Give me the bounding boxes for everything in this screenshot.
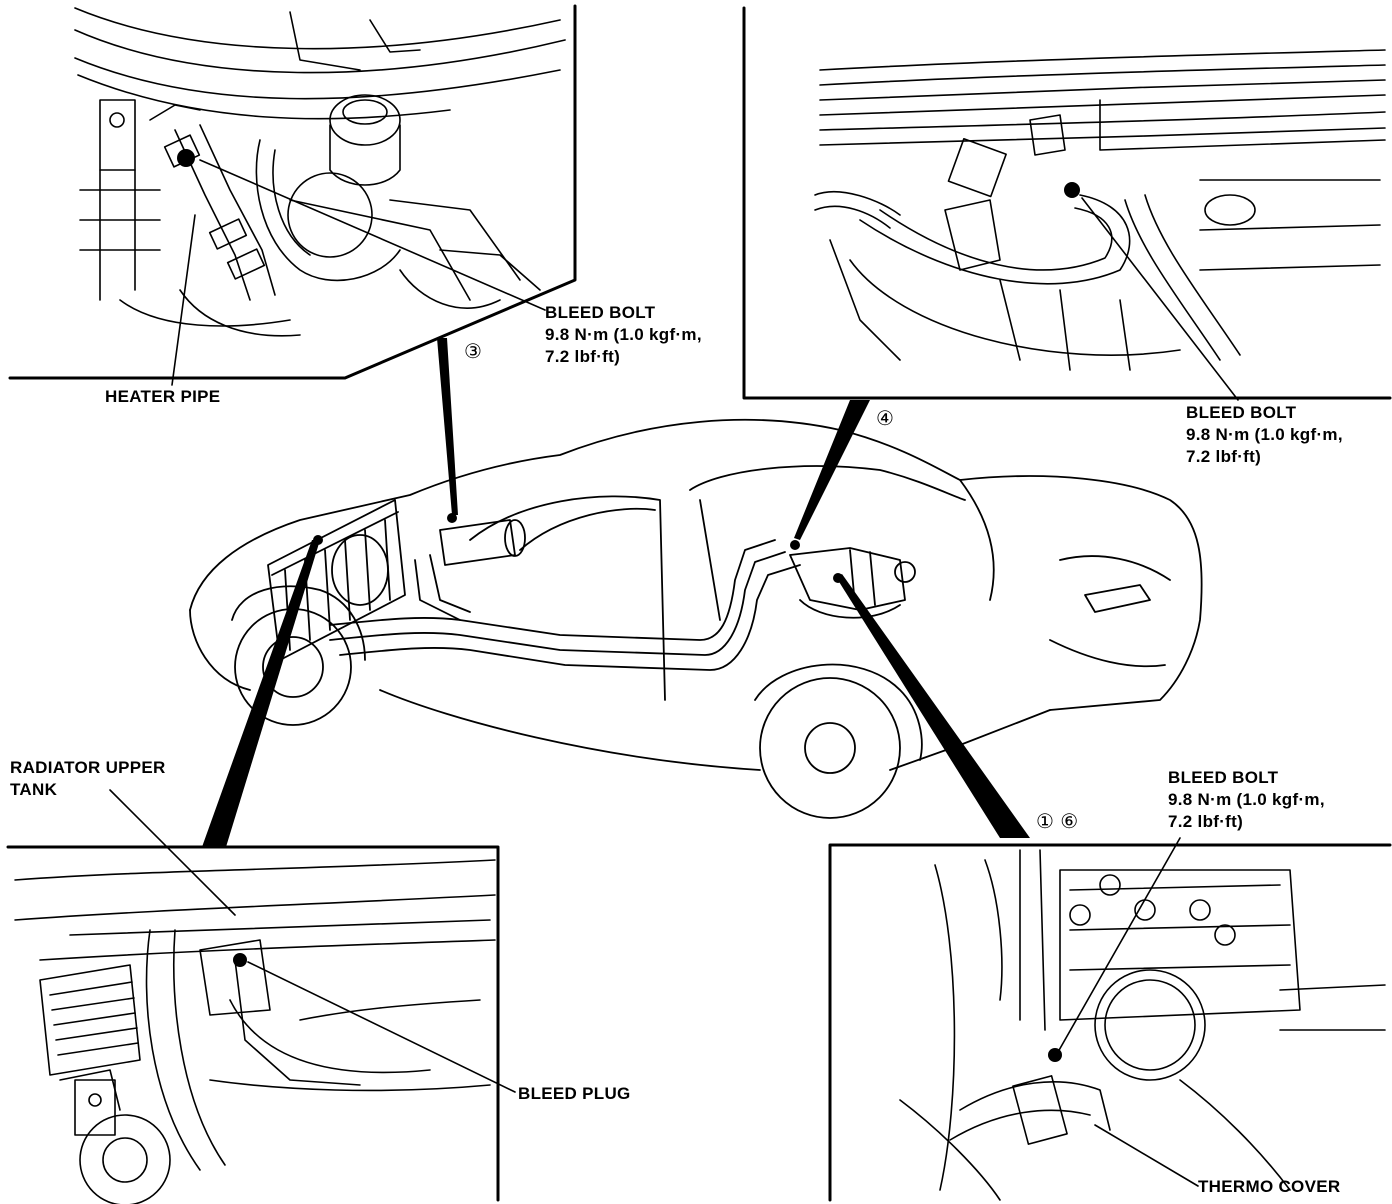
- panel-frame-thermo: [830, 845, 1390, 1200]
- panel-frames: [8, 6, 1390, 1200]
- leader-bleed-bolt-3: [200, 160, 545, 310]
- leader-thermo-cover: [1095, 1125, 1198, 1186]
- step-4-marker: ④: [876, 406, 894, 430]
- car-body: [190, 420, 1202, 818]
- leader-radiator-upper-tank: [110, 790, 235, 915]
- label-bleed-bolt-16: BLEED BOLT 9.8 N·m (1.0 kgf·m, 7.2 lbf·f…: [1168, 767, 1325, 833]
- radiator-upper-tank-line1: RADIATOR UPPER: [10, 758, 166, 777]
- bleed-bolt-4-line3: 7.2 lbf·ft): [1186, 447, 1262, 466]
- bleed-bolt-3-line1: BLEED BOLT: [545, 303, 656, 322]
- label-heater-pipe: HEATER PIPE: [105, 387, 221, 406]
- wedge-step-1-6: [836, 574, 1030, 838]
- wedge-step-4: [794, 400, 870, 540]
- leader-heater-pipe: [172, 215, 195, 385]
- label-bleed-bolt-4: BLEED BOLT 9.8 N·m (1.0 kgf·m, 7.2 lbf·f…: [1186, 402, 1343, 468]
- step-3-marker: ③: [464, 339, 482, 363]
- label-bleed-bolt-3: BLEED BOLT 9.8 N·m (1.0 kgf·m, 7.2 lbf·f…: [545, 302, 702, 368]
- label-thermo-cover: THERMO COVER: [1198, 1177, 1341, 1196]
- label-radiator-upper-tank: RADIATOR UPPER TANK: [10, 757, 166, 801]
- panel-frame-bleed-bolt-4: [744, 8, 1390, 398]
- leader-bleed-plug: [248, 962, 515, 1092]
- bleed-bolt-4-line2: 9.8 N·m (1.0 kgf·m,: [1186, 425, 1343, 444]
- panel-frame-heater-pipe: [10, 6, 575, 378]
- wedge-step-3: [437, 338, 458, 515]
- detail-radiator: [15, 790, 515, 1204]
- panel-frame-radiator: [8, 847, 498, 1200]
- step-1-6-marker: ① ⑥: [1036, 809, 1079, 833]
- leader-bleed-bolt-16: [1058, 838, 1180, 1052]
- leader-bleed-bolt-4: [1082, 198, 1238, 400]
- bleed-bolt-16-line2: 9.8 N·m (1.0 kgf·m,: [1168, 790, 1325, 809]
- wedge-radiator: [202, 540, 320, 847]
- detail-heater-pipe: [75, 8, 565, 385]
- bleed-bolt-3-line3: 7.2 lbf·ft): [545, 347, 621, 366]
- pointer-wedges: [202, 338, 1030, 847]
- bleed-bolt-16-line3: 7.2 lbf·ft): [1168, 812, 1244, 831]
- bleed-bolt-3-line2: 9.8 N·m (1.0 kgf·m,: [545, 325, 702, 344]
- radiator-upper-tank-line2: TANK: [10, 780, 58, 799]
- bleed-bolt-16-line1: BLEED BOLT: [1168, 768, 1279, 787]
- detail-thermo-cover: [900, 838, 1385, 1200]
- bleed-bolt-4-line1: BLEED BOLT: [1186, 403, 1297, 422]
- detail-bleed-bolt-4: [815, 50, 1385, 400]
- label-bleed-plug: BLEED PLUG: [518, 1084, 631, 1103]
